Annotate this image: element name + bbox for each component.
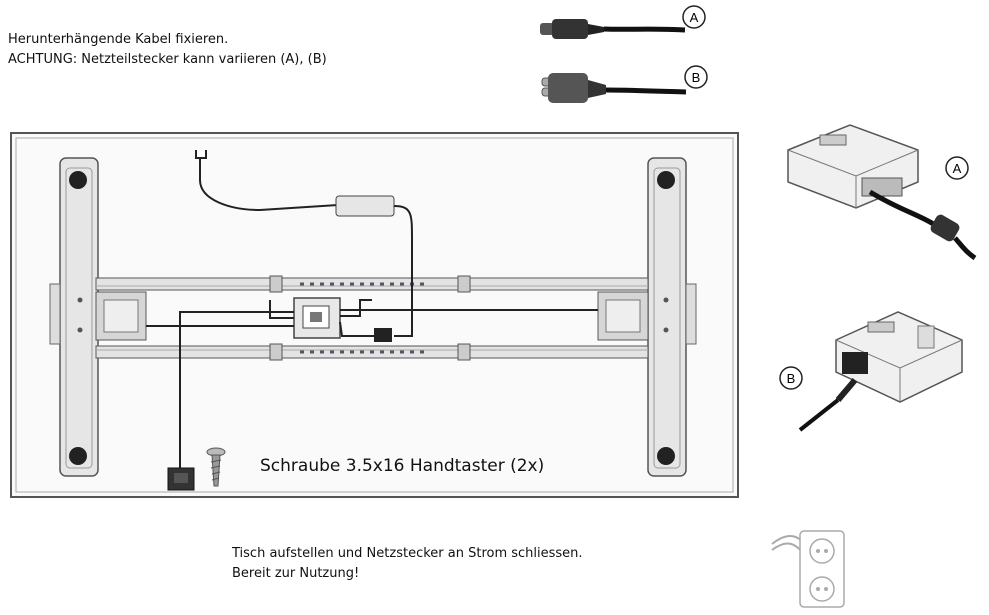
plug-a-label-badge: A [682, 5, 706, 29]
instruction-line-2: ACHTUNG: Netzteilstecker kann variieren … [8, 52, 327, 67]
instruction-line-1: Herunterhängende Kabel fixieren. [8, 32, 229, 47]
plug-b-label: B [692, 70, 701, 85]
plug-b-icon [541, 73, 687, 103]
screw-label: Schraube 3.5x16 Handtaster (2x) [260, 456, 545, 476]
final-line-2: Bereit zur Nutzung! [232, 566, 360, 581]
final-instructions: Tisch aufstellen und Netzstecker an Stro… [232, 544, 583, 584]
control-box-a-label: A [953, 161, 962, 176]
plug-a-label: A [690, 10, 699, 25]
final-line-1: Tisch aufstellen und Netzstecker an Stro… [232, 546, 583, 561]
instruction-text: Herunterhängende Kabel fixieren. ACHTUNG… [8, 30, 327, 70]
plug-a-icon [540, 19, 686, 39]
screw-icon [206, 447, 226, 487]
control-box-a-illustration [787, 124, 977, 261]
plug-b-label-badge: B [684, 65, 708, 89]
control-box-a-badge: A [945, 156, 969, 180]
control-box-b-label: B [787, 371, 796, 386]
control-box-b-badge: B [779, 366, 803, 390]
wall-socket-icon [771, 530, 845, 608]
control-box-b-illustration [798, 311, 963, 432]
table-frame [10, 132, 739, 498]
